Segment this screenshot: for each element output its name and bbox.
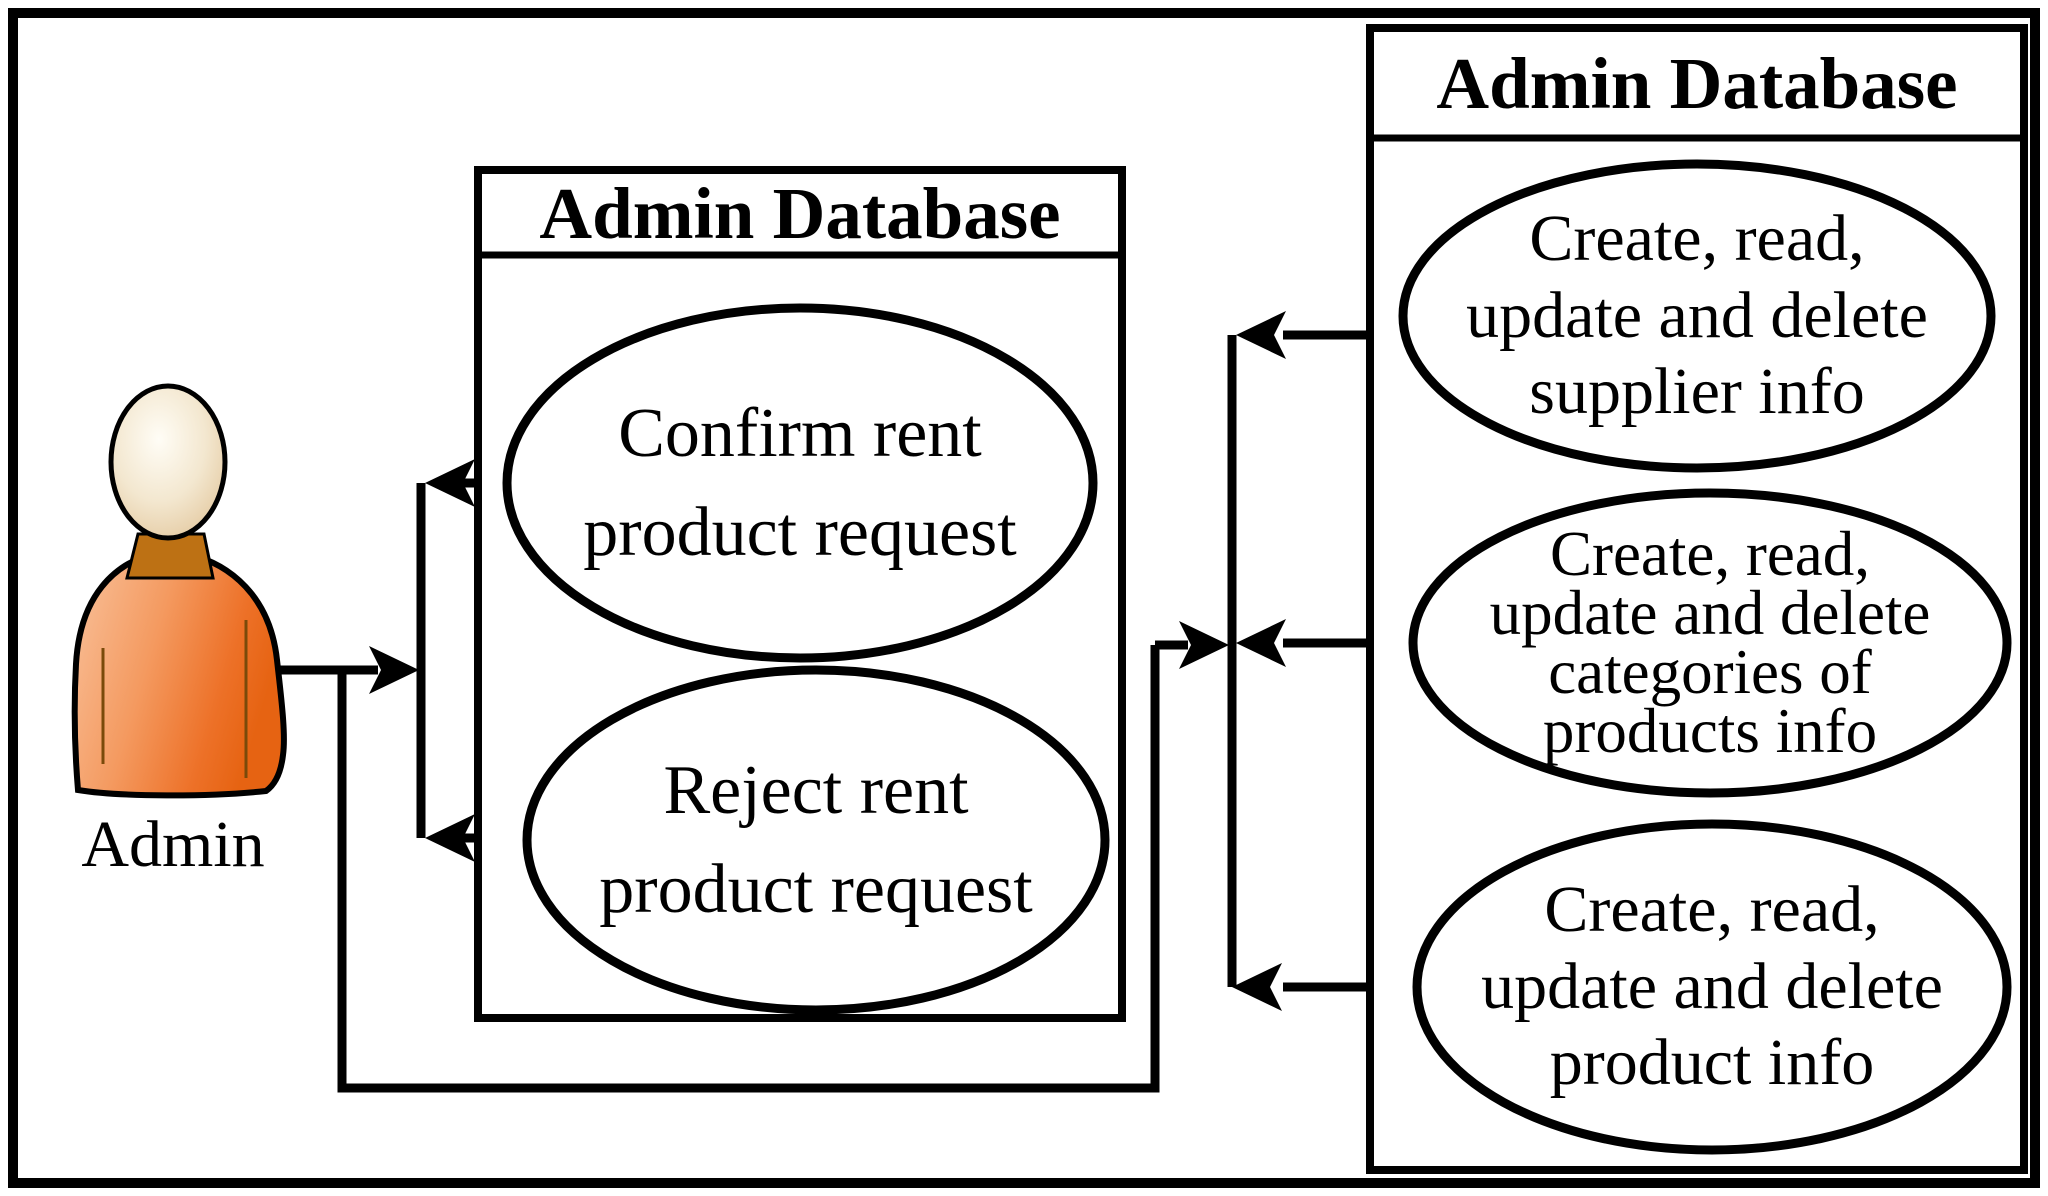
actor-collar: [125, 532, 215, 580]
arrowhead-left-icon: [1232, 963, 1282, 1011]
arrowhead-right-icon: [1179, 621, 1229, 669]
usecase-supplier-info-ellipse: [1398, 159, 1996, 473]
arrowhead-left-icon: [1236, 619, 1286, 667]
usecase-categories-info-ellipse: [1408, 488, 2012, 798]
actor-to-right-box-connector: [337, 645, 1160, 1093]
usecase-confirm-rent-ellipse: [502, 303, 1098, 663]
arrowhead-right-icon: [369, 646, 419, 694]
arrowhead-left-icon: [425, 459, 475, 507]
admin-actor-icon: [71, 383, 287, 799]
arrowhead-left-icon: [425, 814, 475, 862]
actor-head: [108, 383, 228, 541]
usecase-reject-rent-ellipse: [522, 665, 1110, 1015]
usecase-product-info-ellipse: [1412, 819, 2012, 1155]
arrowhead-left-icon: [1236, 311, 1286, 359]
actor-body: [71, 548, 287, 799]
